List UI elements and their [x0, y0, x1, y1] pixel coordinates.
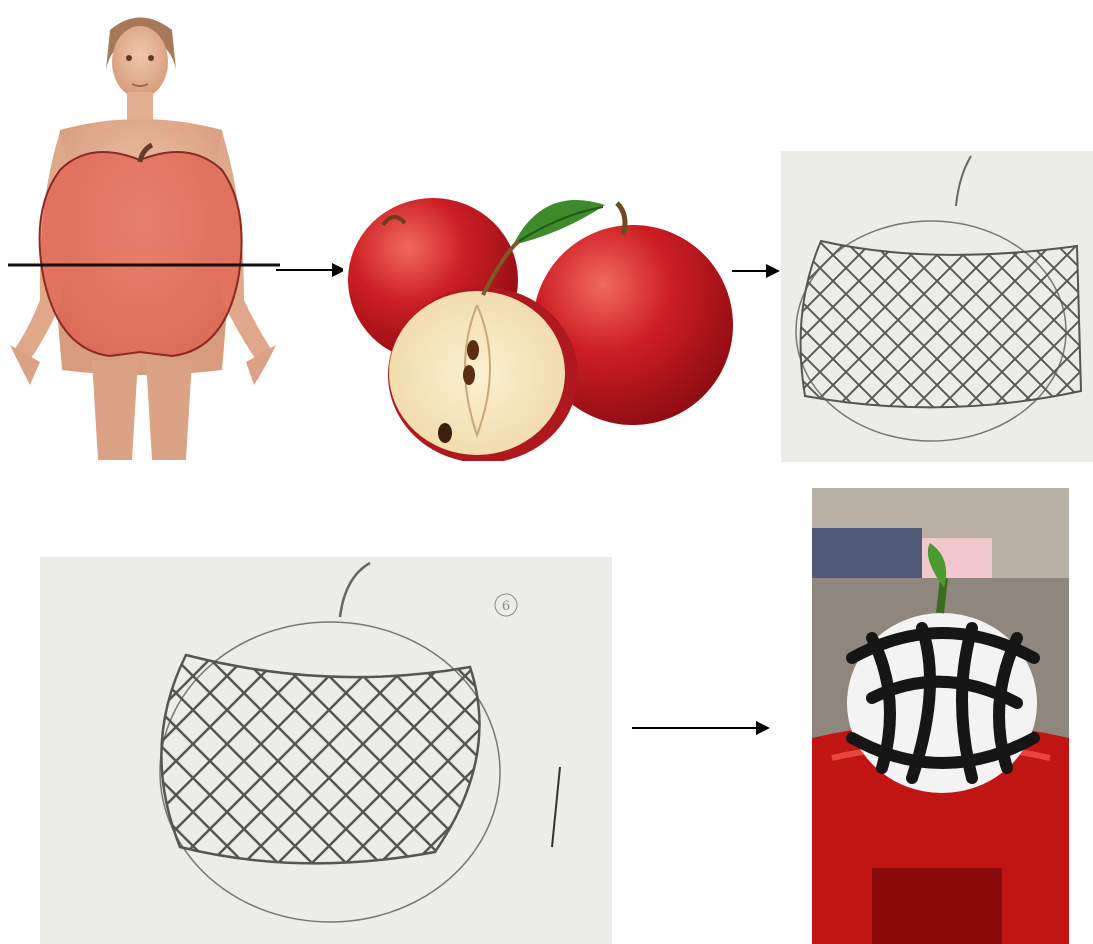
body-illustration: [0, 0, 290, 462]
apples-photo: [343, 185, 736, 461]
net-sketch-large-panel: 6: [40, 557, 612, 944]
finished-model-panel: [812, 488, 1069, 944]
pencil-sketch-small: [781, 151, 1093, 462]
arrow-1: [276, 261, 346, 279]
arrow-2: [732, 262, 780, 280]
apple-net-model-photo: [812, 488, 1069, 944]
net-sketch-small-panel: [781, 151, 1093, 462]
body-apple-shape-panel: [0, 0, 290, 462]
arrow-3: [632, 719, 772, 737]
red-apples-panel: [343, 185, 736, 461]
handwritten-mark: 6: [502, 599, 510, 614]
pencil-sketch-large: 6: [40, 557, 612, 944]
